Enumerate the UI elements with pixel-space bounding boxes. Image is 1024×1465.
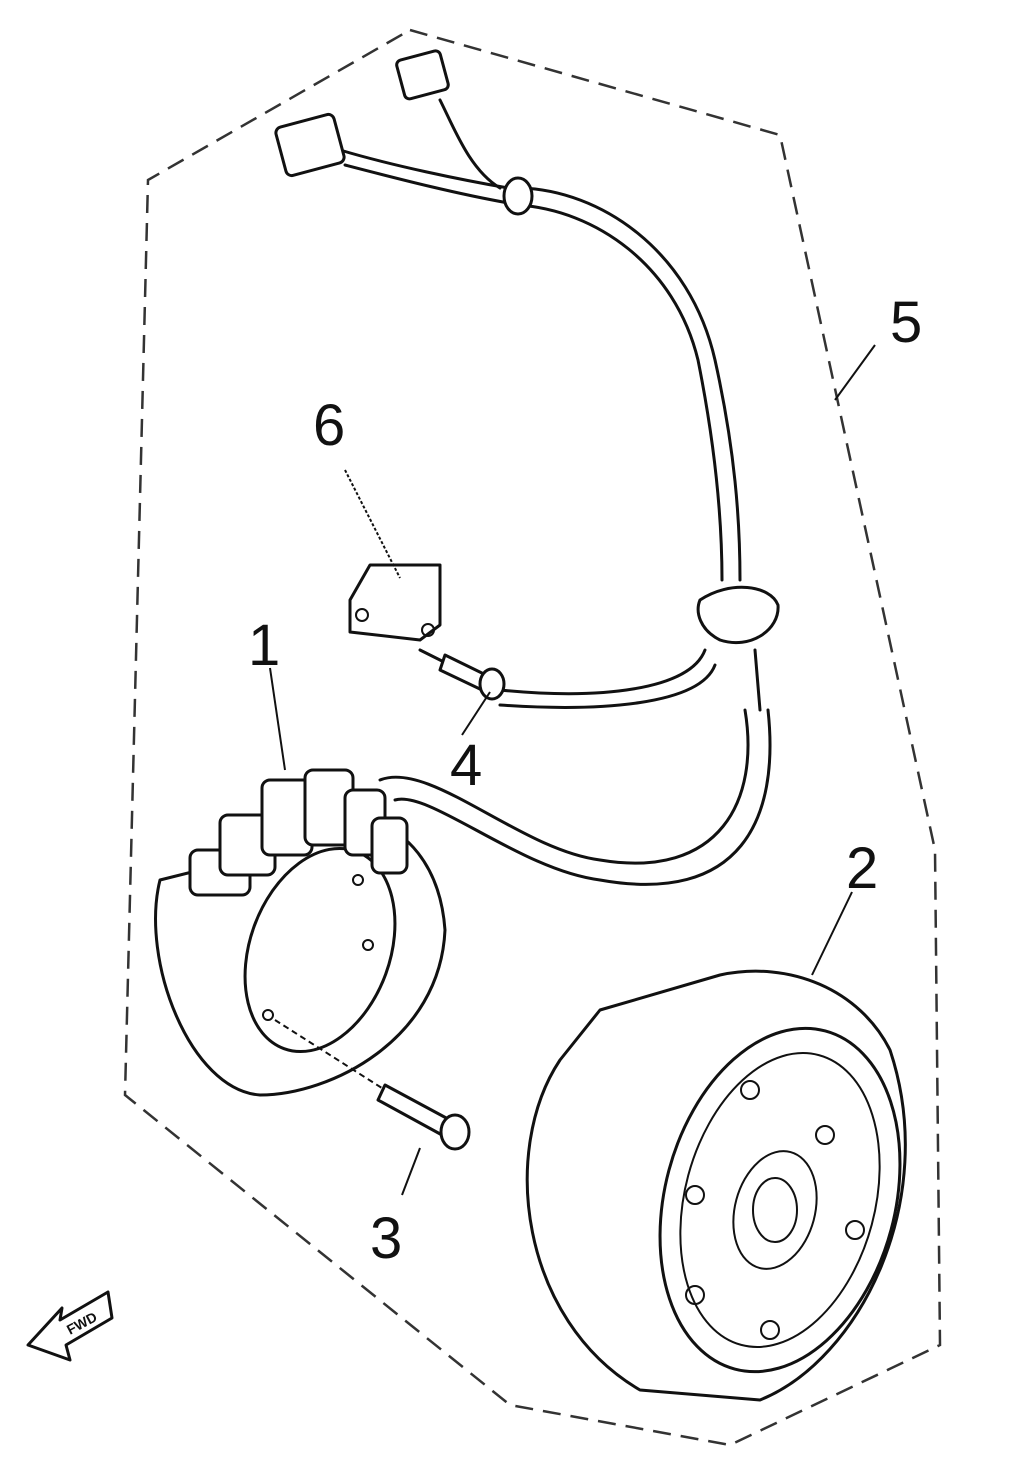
flywheel-rotor bbox=[525, 969, 907, 1402]
stator bbox=[154, 768, 447, 1097]
callout-5: 5 bbox=[890, 290, 922, 355]
leader-lines bbox=[269, 344, 876, 1196]
callout-2: 2 bbox=[846, 836, 878, 901]
screw-part-4 bbox=[438, 653, 506, 701]
fwd-arrow-icon: FWD bbox=[26, 1290, 114, 1362]
callout-4: 4 bbox=[450, 733, 482, 798]
callout-3: 3 bbox=[370, 1206, 402, 1271]
wiring-harness bbox=[274, 49, 780, 886]
callout-1: 1 bbox=[248, 613, 280, 678]
connector-plug bbox=[274, 112, 346, 178]
screw-part-3 bbox=[274, 1019, 471, 1151]
assembly-boundary-dashed bbox=[123, 28, 942, 1447]
pulser-coil bbox=[348, 563, 442, 642]
grommet bbox=[696, 585, 780, 645]
connector-plug bbox=[395, 49, 450, 101]
callout-6: 6 bbox=[313, 393, 345, 458]
